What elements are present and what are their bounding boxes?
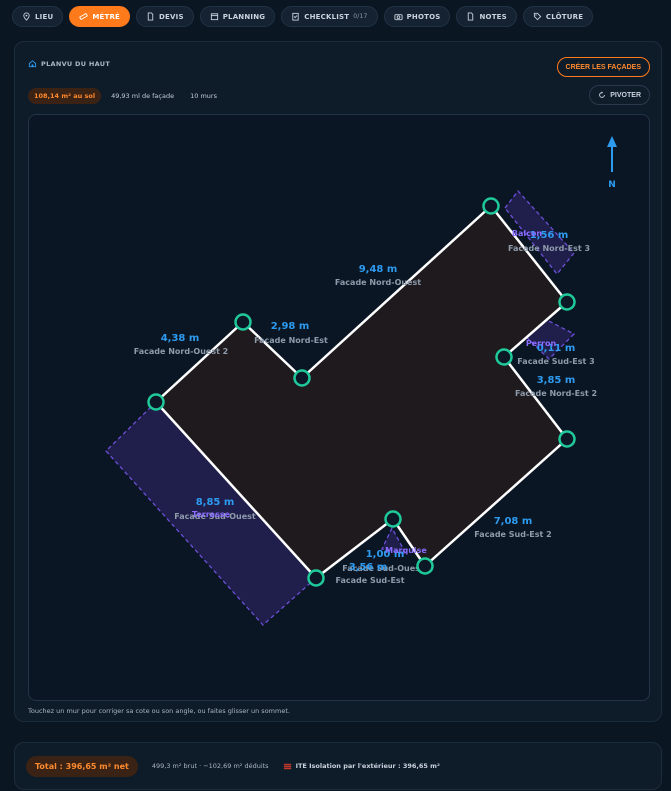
rotate-icon (599, 91, 606, 98)
vertex-handle[interactable] (384, 510, 402, 528)
tab-label: CHECKLIST (304, 12, 350, 21)
tab-bar: LIEU MÉTRÉ DEVIS PLANNING CHECKLIST 0/17… (12, 6, 594, 27)
tag-icon (533, 12, 542, 21)
create-facades-button[interactable]: CRÉER LES FAÇADES (556, 57, 650, 77)
vertex-handle[interactable] (293, 369, 311, 387)
zone-label: Perron (526, 339, 557, 348)
pin-icon (23, 12, 30, 21)
wall-length-label[interactable]: 2,98 m (271, 321, 310, 332)
tab-label: NOTES (479, 12, 507, 21)
wall-name-label: Facade Nord-Est (254, 336, 328, 345)
house-icon (28, 60, 37, 68)
ite-summary: ITE Isolation par l'extérieur : 396,65 m… (283, 762, 440, 771)
north-arrow: N (607, 136, 617, 190)
zone-label: Terrasse (192, 510, 231, 519)
wall-name-label: Facade Nord-Est 3 (508, 244, 590, 253)
north-label: N (608, 180, 616, 190)
vertex-handle[interactable] (482, 197, 500, 215)
plan-hint: Touchez un mur pour corriger sa cote ou … (28, 707, 290, 715)
vertex-handles (147, 197, 576, 587)
wall-name-label: Facade Nord-Est 2 (515, 389, 597, 398)
plan-card: PLANVU DU HAUT CRÉER LES FAÇADES 108,14 … (14, 41, 662, 722)
wall-name-label: Facade Sud-Ouest (174, 512, 256, 521)
wall-name-label: Facade Sud-Est 2 (474, 530, 551, 539)
zone-balcon-area[interactable] (504, 189, 575, 276)
plan-title: PLANVU DU HAUT (28, 59, 110, 68)
checklist-icon (292, 12, 299, 21)
note-icon (468, 12, 474, 21)
tab-label: LIEU (35, 12, 54, 21)
wall-length-label[interactable]: 9,48 m (359, 264, 398, 275)
plan-stats: 108,14 m² au sol 49,93 ml de façade 10 m… (28, 88, 223, 104)
wall-name-label: Facade Sud-Ouest (342, 564, 424, 573)
wall-name-label: Facade Sud-Est (335, 576, 404, 585)
vertex-handle[interactable] (234, 313, 252, 331)
vertex-handle[interactable] (558, 430, 576, 448)
tab-notes[interactable]: NOTES (456, 6, 517, 27)
vertex-handle[interactable] (416, 557, 434, 575)
wall-insulation-icon (283, 763, 291, 769)
wall-count: 10 murs (190, 92, 217, 100)
wall-length-label[interactable]: 8,85 m (196, 497, 235, 508)
vertex-handle[interactable] (558, 293, 576, 311)
tab-lieu[interactable]: LIEU (12, 6, 64, 27)
wall-length-label[interactable]: 0,11 m (537, 343, 576, 354)
wall-length-label[interactable]: 3,85 m (537, 375, 576, 386)
calendar-icon (210, 13, 218, 21)
wall-name-label: Facade Nord-Ouest 2 (134, 347, 229, 356)
ruler-icon (79, 12, 89, 21)
tab-label: MÉTRÉ (92, 12, 121, 21)
floor-plan-svg[interactable]: N 9,48 m Facade Nord-Ouest 1,56 m Facade… (29, 115, 650, 701)
rotate-button[interactable]: PIVOTER (589, 85, 650, 105)
tab-label: PLANNING (222, 12, 266, 21)
surface-detail: 499,3 m² brut · −102,69 m² déduits (151, 762, 269, 770)
wall-name-label: Facade Sud-Est 3 (517, 357, 594, 366)
tab-planning[interactable]: PLANNING (199, 6, 276, 27)
floor-area-badge: 108,14 m² au sol (28, 88, 102, 104)
wall-length-label[interactable]: 3,56 m (349, 562, 388, 573)
vertex-handle[interactable] (495, 348, 513, 366)
ite-text: ITE Isolation par l'extérieur : 396,65 m… (295, 762, 440, 770)
tab-cloture[interactable]: CLÔTURE (522, 6, 594, 27)
wall-length-label[interactable]: 4,38 m (161, 333, 200, 344)
zone-label: Balcon (512, 229, 542, 238)
tab-label: CLÔTURE (545, 12, 584, 21)
camera-icon (394, 14, 403, 21)
wall-length-label[interactable]: 1,56 m (530, 230, 569, 241)
wall-length-label[interactable]: 1,00 m (366, 549, 405, 560)
tab-devis[interactable]: DEVIS (136, 6, 194, 27)
tab-checklist[interactable]: CHECKLIST 0/17 (281, 6, 378, 27)
tab-label: PHOTOS (406, 12, 441, 21)
floor-plan-canvas[interactable]: N 9,48 m Facade Nord-Ouest 1,56 m Facade… (28, 114, 650, 701)
wall-length-label[interactable]: 7,08 m (494, 516, 533, 527)
rotate-label: PIVOTER (610, 91, 641, 99)
plan-title-text: PLANVU DU HAUT (41, 59, 111, 68)
zone-marquise-area[interactable] (381, 526, 408, 555)
vertex-handle[interactable] (147, 393, 165, 411)
zone-label: Marquise (385, 546, 427, 555)
total-net-badge: Total : 396,65 m² net (26, 755, 138, 777)
wall-name-label: Facade Nord-Ouest (335, 278, 421, 287)
tab-metre[interactable]: MÉTRÉ (69, 6, 131, 27)
document-icon (147, 12, 154, 21)
facade-length: 49,93 ml de façade (111, 92, 175, 100)
tab-photos[interactable]: PHOTOS (383, 6, 451, 27)
tab-label: DEVIS (159, 12, 184, 21)
zone-terrasse-area[interactable] (105, 401, 317, 626)
vertex-handle[interactable] (307, 569, 325, 587)
summary-bar: Total : 396,65 m² net 499,3 m² brut · −1… (14, 742, 662, 790)
checklist-count: 0/17 (353, 13, 368, 20)
